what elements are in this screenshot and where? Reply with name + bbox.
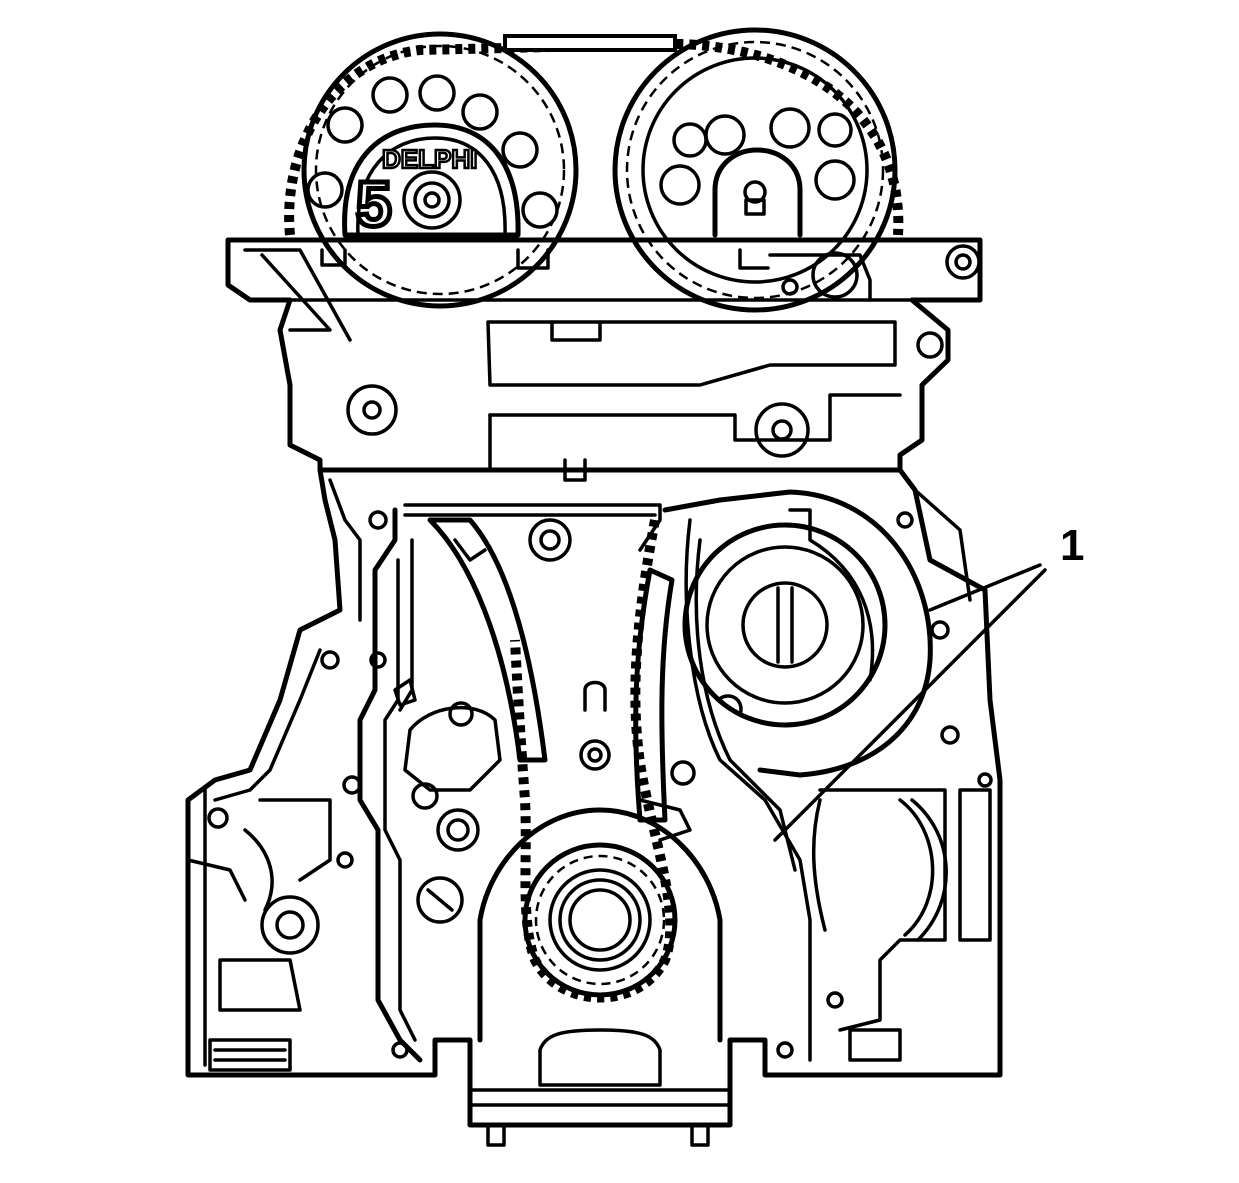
oil-pan-bolts (486, 1123, 710, 1147)
water-pump-pulley (682, 508, 888, 728)
chain-tensioner (393, 678, 502, 924)
cylinder-head (225, 237, 983, 482)
fixed-guide (633, 567, 696, 842)
sprocket-number-text: 5 (356, 168, 392, 240)
exhaust-camshaft-sprocket (612, 27, 898, 313)
engine-block (185, 467, 1003, 1128)
guide-bolts (260, 518, 611, 955)
intake-camshaft-sprocket: DELPHI 5 (301, 31, 579, 309)
tensioner-guide (427, 517, 548, 763)
oil-pump-housing (811, 788, 992, 1062)
sprocket-brand-text: DELPHI (382, 144, 477, 174)
crankshaft-sprocket (468, 807, 732, 1107)
callout-1: 1 (773, 521, 1084, 842)
callout-label: 1 (1060, 521, 1084, 570)
left-bracket (208, 798, 332, 1072)
upper-timing-chain (284, 34, 904, 236)
